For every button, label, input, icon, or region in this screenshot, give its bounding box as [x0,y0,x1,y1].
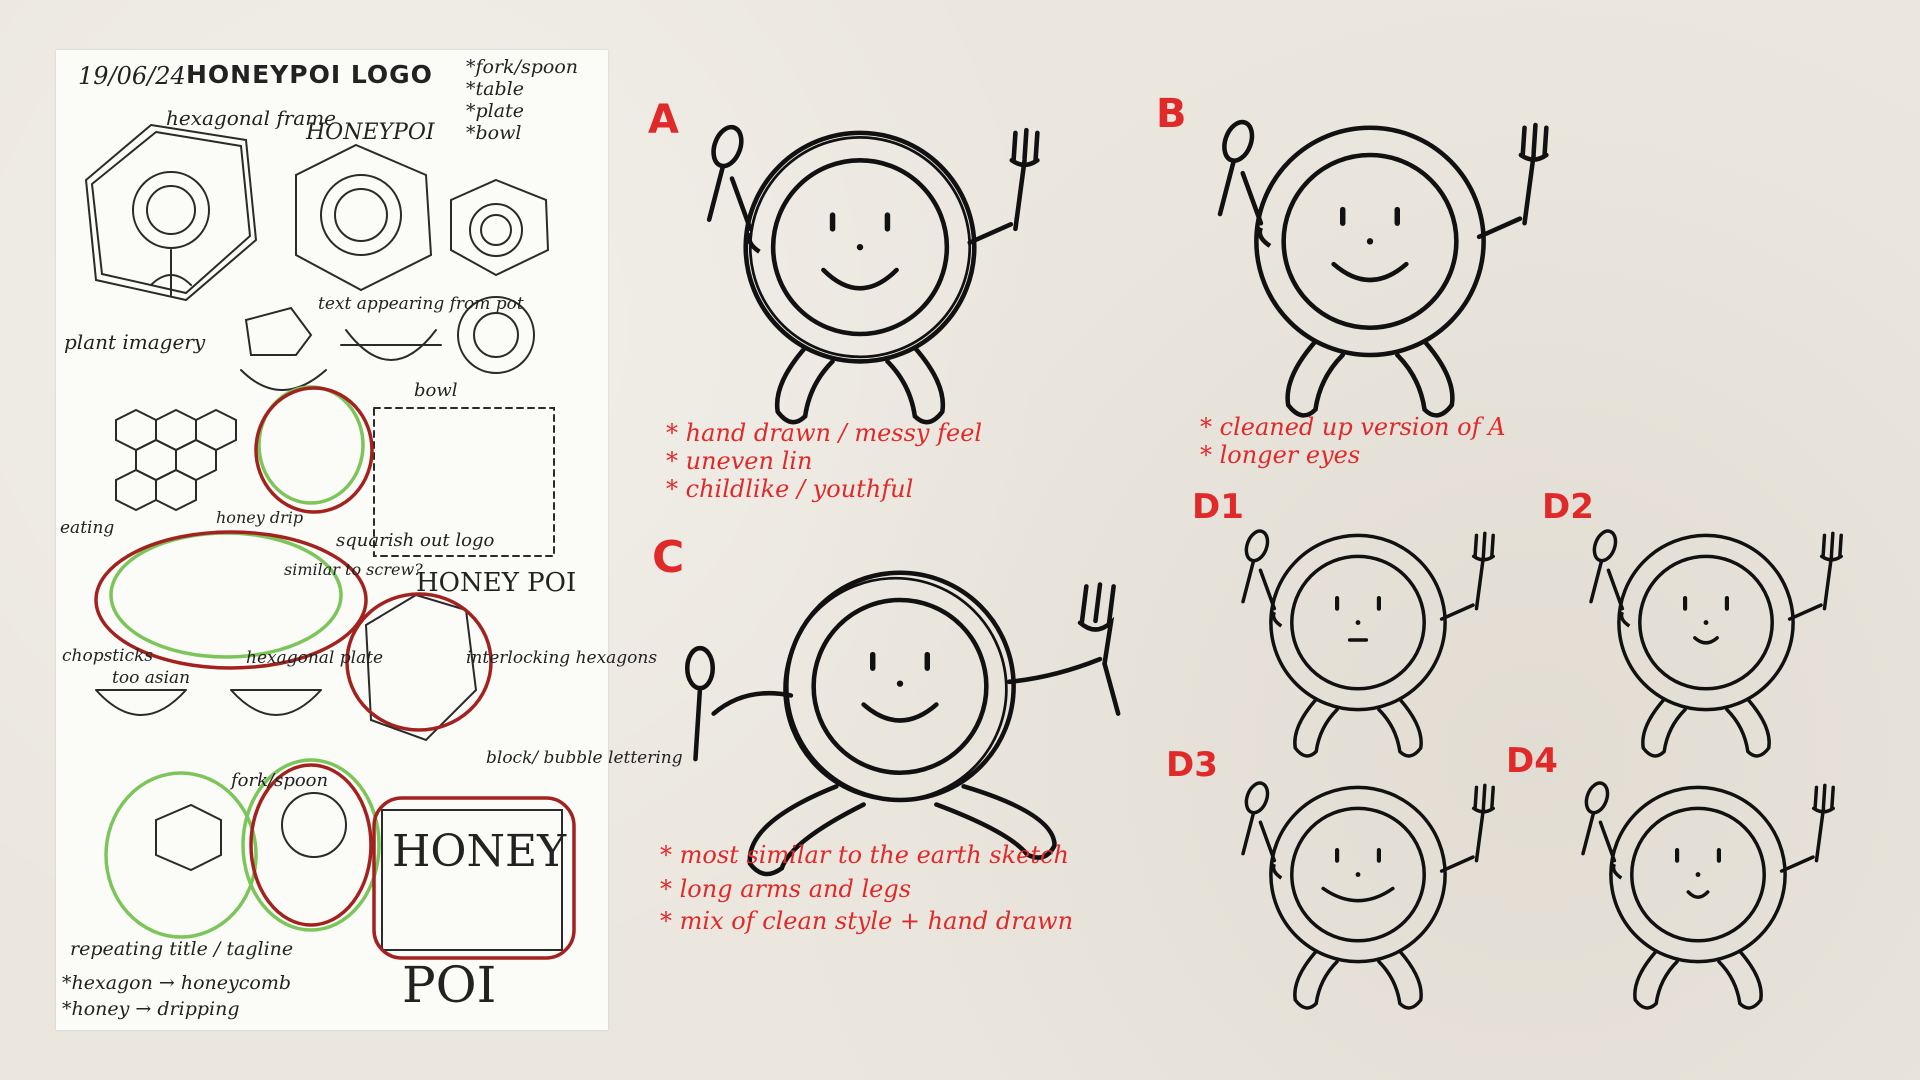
variant-c-note: * most similar to the earth sketch [660,841,1069,869]
sketch-note: hexagonal frame [166,106,337,130]
variant-c-note: * long arms and legs [660,875,912,903]
sketch-note: *honey → dripping [62,998,240,1020]
logo-sketch-drawings [84,123,576,960]
variant-a-note: * uneven lin [666,447,813,475]
sketch-note: POI [402,956,497,1014]
variant-label-d1: D1 [1192,487,1244,527]
sketch-note: *hexagon → honeycomb [62,972,292,994]
sketch-note: too asian [112,668,191,688]
sketch-title: HONEYPOI LOGO [186,60,433,89]
sketch-note: HONEYPOI [306,120,435,145]
sketch-note: eating [60,518,115,538]
sketch-note: HONEY [392,826,567,877]
sketch-note: similar to screw? [284,560,423,579]
sketch-note: text appearing from pot [318,294,524,314]
mascot-variant-c [685,570,1121,877]
checklist-item: *table [466,78,524,100]
sketch-note: interlocking hexagons [466,648,658,668]
variant-label-d4: D4 [1506,741,1558,781]
checklist-item: *fork/spoon [466,56,578,78]
variant-a-note: * hand drawn / messy feel [666,419,983,447]
mascot-variant-d1 [1208,518,1508,748]
sketch-note: honey drip [216,508,304,527]
sketch-page: 19/06/24 HONEYPOI LOGO *fork/spoon *tabl… [56,50,683,1030]
sketch-date: 19/06/24 [78,62,186,90]
variant-c-note: * mix of clean style + hand drawn [660,907,1074,935]
variant-label-d3: D3 [1166,745,1218,785]
sketch-note: repeating title / tagline [70,938,294,960]
sketch-note: bowl [414,380,458,401]
variant-a-note: * childlike / youthful [666,475,914,503]
variant-b-note: * cleaned up version of A [1200,413,1506,441]
checklist-item: *bowl [466,122,522,144]
variant-label-b: B [1156,91,1187,137]
sketch-note: block/ bubble lettering [486,748,683,768]
sketch-note: chopsticks [62,646,154,666]
variant-label-c: C [652,532,685,583]
sketch-note: HONEY POI [416,568,577,598]
sketch-note: hexagonal plate [246,648,384,668]
mascot-variant-a [650,110,1070,430]
mascot-variant-b [1160,105,1580,405]
variant-label-d2: D2 [1542,487,1594,527]
mascot-variant-d2 [1556,518,1856,748]
variant-label-a: A [648,97,679,143]
mascot-variant-d4 [1548,770,1848,1000]
sketch-note: fork/spoon [231,770,329,791]
sketch-note: plant imagery [64,330,206,354]
mascot-variant-d3 [1208,770,1508,1000]
variant-b-note: * longer eyes [1200,441,1361,469]
sketch-note: squarish out logo [336,530,495,551]
checklist-item: *plate [466,100,524,122]
